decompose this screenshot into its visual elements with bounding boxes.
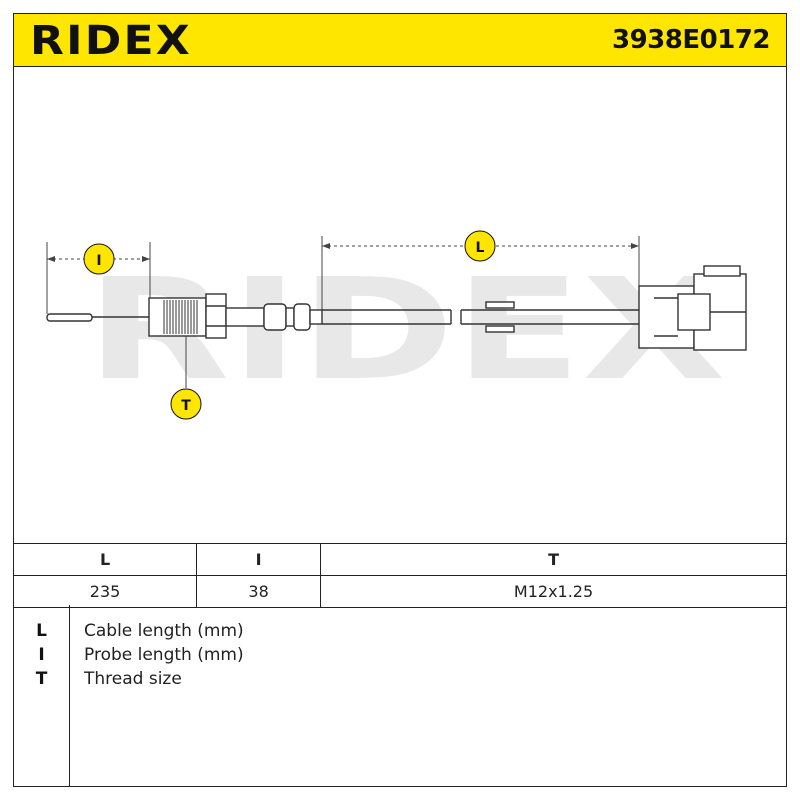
spec-value-L: 235 <box>12 575 198 608</box>
marker-I-label: I <box>96 253 101 269</box>
legend-key-I: I <box>38 645 45 665</box>
header-bar: RIDEX 3938E0172 <box>13 13 787 67</box>
legend-desc-I: Probe length (mm) <box>84 645 244 665</box>
logo-text: RIDEX <box>30 20 192 60</box>
part-number: 3938E0172 <box>612 25 771 55</box>
technical-drawing: RIDEX <box>13 66 787 544</box>
legend-desc-T: Thread size <box>84 669 182 689</box>
spec-value-row: 235 38 M12x1.25 <box>12 575 787 608</box>
sensor-diagram: RIDEX <box>46 230 747 420</box>
marker-L: L <box>464 230 496 262</box>
marker-L-label: L <box>476 240 485 256</box>
legend-key-L: L <box>36 621 47 641</box>
marker-I: I <box>83 243 115 275</box>
spec-table: L I T 235 38 M12x1.25 <box>12 543 787 608</box>
hex-nut <box>205 293 227 339</box>
marker-T-label: T <box>181 398 191 414</box>
spec-header-row: L I T <box>12 543 787 576</box>
legend-key-T: T <box>35 669 48 689</box>
probe-tip <box>46 313 93 322</box>
spec-value-I: 38 <box>196 575 322 608</box>
marker-T: T <box>170 388 202 420</box>
spec-header-L: L <box>12 543 198 576</box>
legend-desc-L: Cable length (mm) <box>84 621 244 641</box>
spec-header-I: I <box>196 543 322 576</box>
thread-lines <box>163 300 198 334</box>
legend-keys: L I T <box>14 605 70 786</box>
ridex-logo: RIDEX <box>30 18 195 64</box>
legend: L I T Cable length (mm) Probe length (mm… <box>13 605 787 787</box>
spec-header-T: T <box>320 543 787 576</box>
spec-value-T: M12x1.25 <box>320 575 787 608</box>
